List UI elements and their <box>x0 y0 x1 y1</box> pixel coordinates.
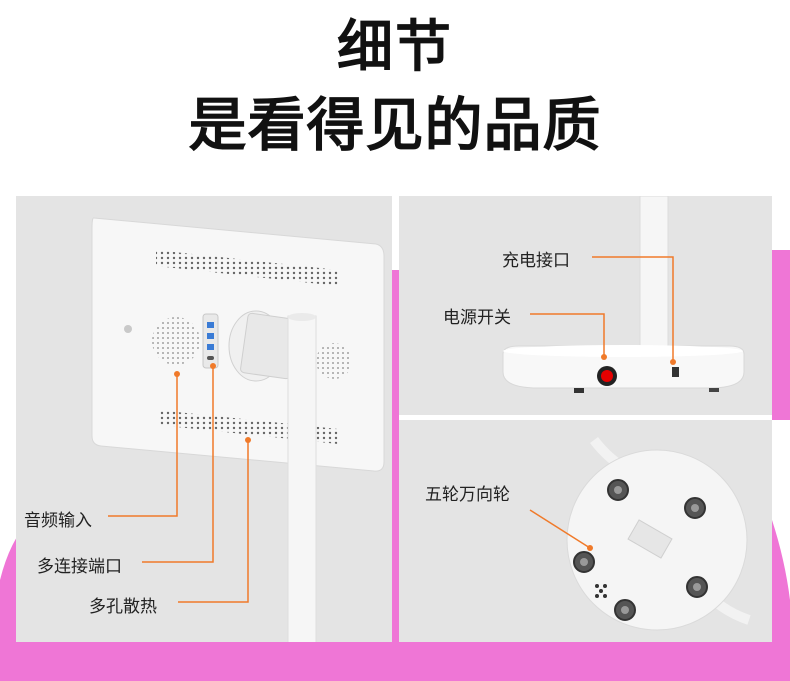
callout-casters: 五轮万向轮 <box>425 485 510 505</box>
underside-illustration <box>566 436 751 631</box>
callout-multi-port: 多连接端口 <box>37 557 122 577</box>
base-panel <box>399 196 772 415</box>
underside-panel <box>399 420 772 642</box>
callout-power-switch: 电源开关 <box>443 308 511 328</box>
callout-vent-holes: 多孔散热 <box>89 597 157 617</box>
callout-audio-input: 音频输入 <box>24 511 92 531</box>
callout-charge-port: 充电接口 <box>502 251 570 271</box>
heading-line-2: 是看得见的品质 <box>188 91 602 159</box>
heading-line-1: 细节 <box>337 15 453 80</box>
